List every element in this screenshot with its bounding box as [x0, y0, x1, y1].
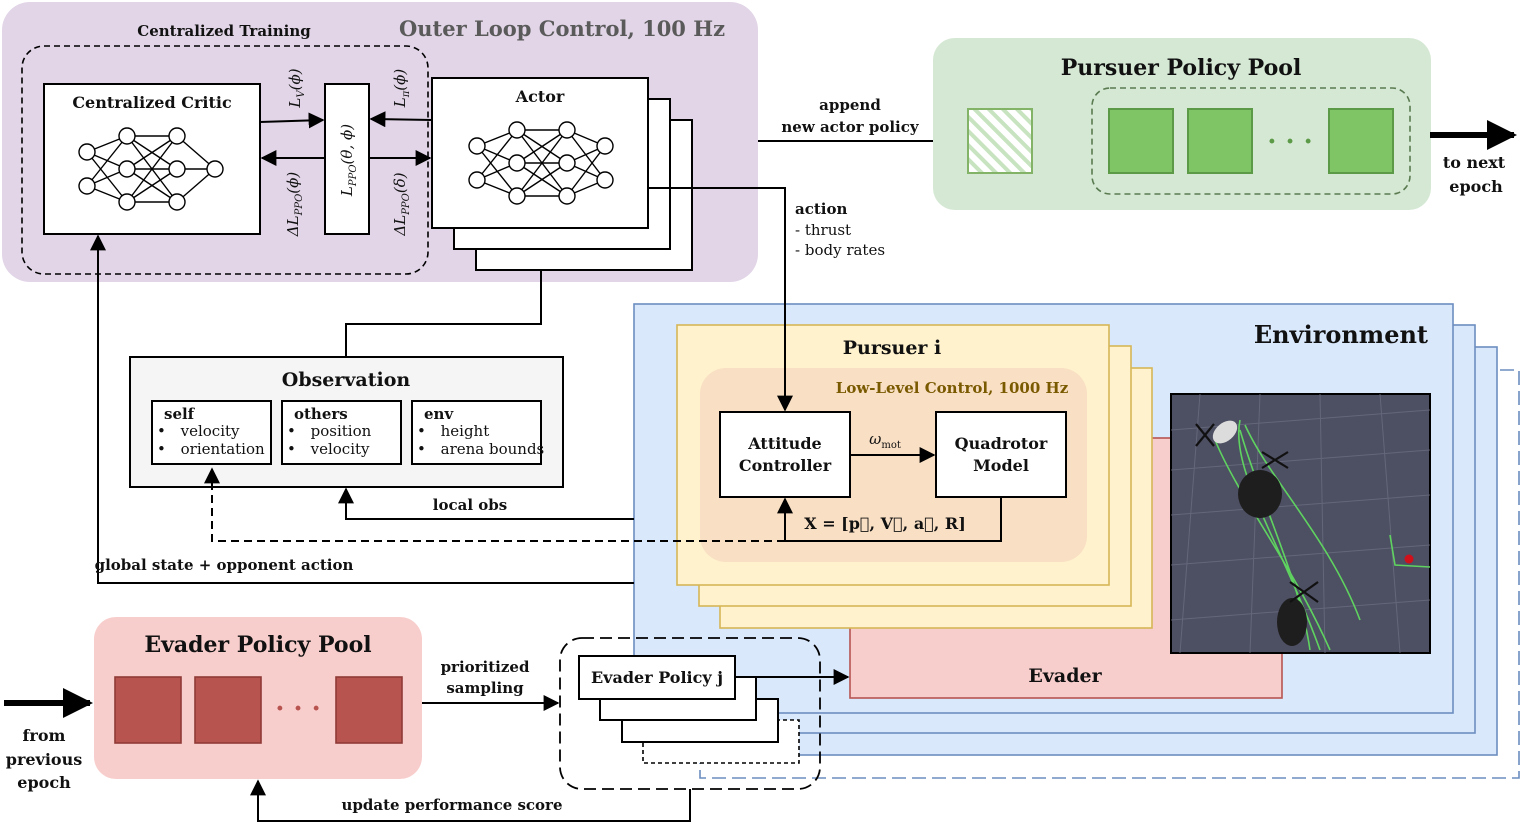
centralized-training-label: Centralized Training: [137, 22, 311, 40]
evader-policy-1: [114, 676, 182, 744]
obs-others-title: others: [294, 405, 348, 423]
sampling-label-1: prioritized: [441, 658, 530, 676]
evader-pool-title: Evader Policy Pool: [144, 632, 371, 658]
global-state-label: global state + opponent action: [95, 556, 354, 574]
low-level-title: Low-Level Control, 1000 Hz: [836, 379, 1069, 397]
new-policy-slot: [967, 108, 1033, 174]
pursuer-policy-1: [1108, 108, 1174, 174]
quadrotor-model-box: [935, 411, 1067, 498]
obs-self-item-2: • orientation: [157, 440, 265, 458]
append-label-2: new actor policy: [781, 118, 920, 136]
append-label-1: append: [819, 96, 881, 114]
obs-others-box: [281, 400, 402, 465]
obs-env-item-2: • arena bounds: [417, 440, 544, 458]
obs-self-item-1: • velocity: [157, 422, 240, 440]
pursuer-policy-2: [1187, 108, 1253, 174]
actor-to-ppo-arrow: [369, 111, 433, 128]
from-prev-label-1: from: [23, 726, 66, 745]
environment-title: Environment: [1254, 320, 1428, 349]
evader-sampled-group: [559, 637, 821, 790]
action-item-1: - thrust: [795, 221, 851, 239]
obs-self-box: [151, 400, 272, 465]
global-state-arrow: [90, 234, 634, 584]
quadrotor-label-2: Model: [973, 456, 1029, 475]
from-prev-label-2: previous: [6, 750, 82, 769]
outer-loop-title: Outer Loop Control, 100 Hz: [399, 16, 725, 41]
obs-others-item-1: • position: [287, 422, 372, 440]
lv-label: LV(ϕ): [286, 68, 307, 108]
attitude-label-1: Attitude: [747, 434, 821, 453]
pursuer-pool-panel: [933, 38, 1431, 210]
ppo-loss-label: LPPO(θ, ϕ): [338, 124, 359, 197]
attitude-label-2: Controller: [739, 456, 832, 475]
evader-policy-label: Evader Policy j: [591, 668, 723, 687]
centralized-training-box: [21, 45, 429, 275]
actor-title: Actor: [515, 87, 565, 106]
lpi-label: Lπ(ϕ): [391, 69, 412, 109]
action-title: action: [795, 200, 847, 218]
obs-others-item-2: • velocity: [287, 440, 370, 458]
observation-title: Observation: [282, 369, 411, 391]
evader-policy-box: [578, 655, 736, 700]
centralized-critic-title: Centralized Critic: [72, 93, 232, 112]
actor-box: [431, 77, 649, 229]
ppo-loss-box: [324, 83, 370, 235]
to-next-label-1: to next: [1443, 153, 1506, 172]
actor-network-icon: [468, 121, 614, 205]
local-obs-arrow: [338, 487, 634, 520]
centralized-critic-box: [43, 83, 261, 235]
action-arrow: [648, 187, 793, 412]
pursuer-title: Pursuer i: [843, 337, 942, 359]
pursuer-pool-title: Pursuer Policy Pool: [1061, 55, 1302, 81]
simulation-view: [1170, 393, 1431, 654]
pursuer-pool-dots: · · ·: [1267, 127, 1312, 157]
dlppo-delta-label: ΔLPPO(δ): [391, 172, 412, 236]
update-score-arrow: [250, 779, 691, 822]
evader-label: Evader: [1028, 665, 1102, 687]
omega-label: ωmot: [869, 430, 901, 451]
critic-network-icon: [78, 127, 224, 211]
quadrotor-label-1: Quadrotor: [955, 434, 1048, 453]
pursuer-policy-n: [1328, 108, 1394, 174]
critic-to-ppo-arrow: [259, 112, 325, 129]
evader-policy-n: [335, 676, 403, 744]
action-item-2: - body rates: [795, 241, 885, 259]
to-next-label-2: epoch: [1449, 177, 1503, 196]
evader-pool-dots: · · ·: [275, 694, 320, 724]
update-score-label: update performance score: [341, 796, 562, 814]
from-prev-label-3: epoch: [17, 773, 71, 792]
obs-self-title: self: [164, 405, 196, 423]
attitude-controller-box: [719, 411, 851, 498]
state-feedback-arrow: [777, 497, 1002, 542]
evader-policy-2: [194, 676, 262, 744]
obs-env-item-1: • height: [417, 422, 489, 440]
dlppo-phi-label: ΔLPPO(ϕ): [284, 172, 305, 238]
pursuer-pool-group: [1091, 87, 1411, 195]
state-equation: X = [p⃗, V⃗, a⃗, R]: [804, 514, 966, 533]
observation-to-actor-line: [345, 270, 542, 357]
obs-env-box: [411, 400, 542, 465]
sampling-label-2: sampling: [446, 679, 524, 697]
local-obs-label: local obs: [433, 496, 507, 514]
obs-env-title: env: [424, 405, 454, 423]
opponent-dashed-arrow: [204, 467, 785, 542]
